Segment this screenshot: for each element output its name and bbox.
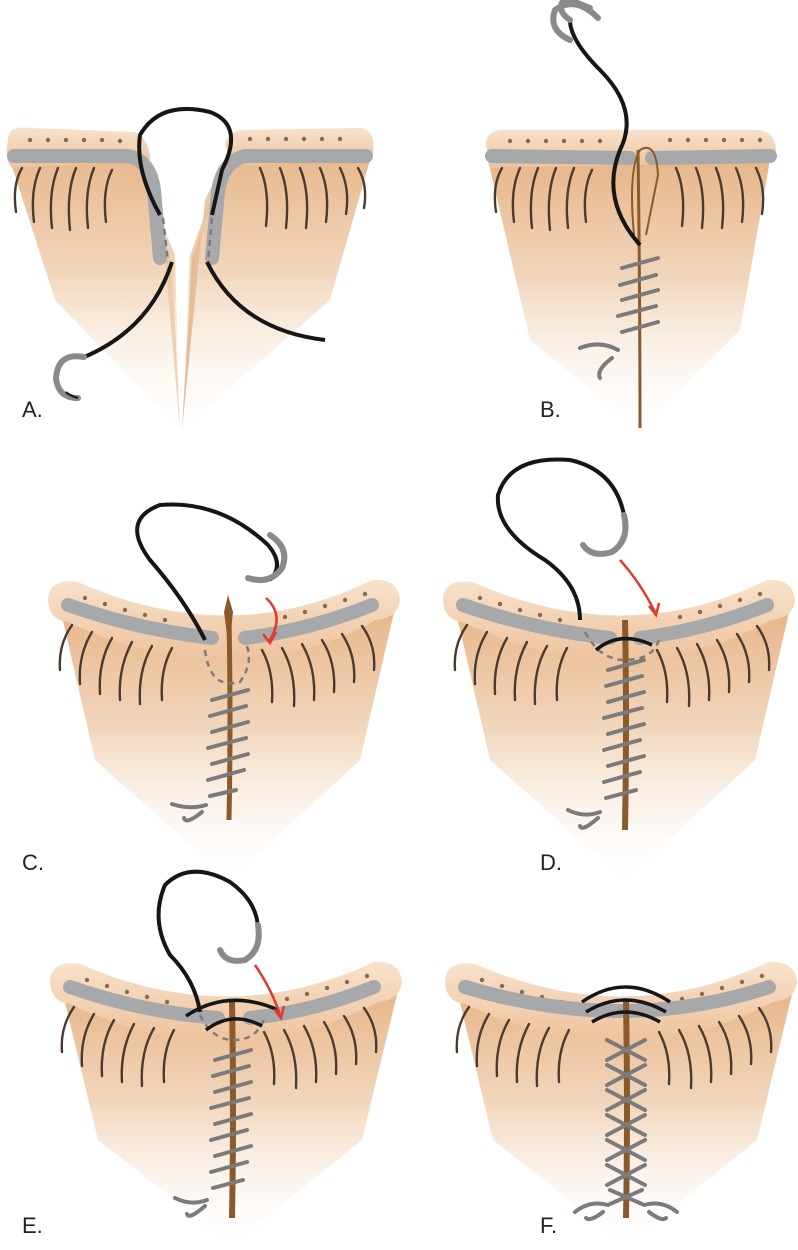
needle-icon: [583, 515, 626, 554]
panel-label-f: F.: [540, 1213, 557, 1238]
tarsal-plate-right: [652, 156, 770, 158]
panel-label-a: A.: [22, 397, 43, 422]
tarsal-plate-left: [492, 156, 630, 158]
needle-icon: [220, 925, 259, 961]
needle-icon: [56, 356, 84, 398]
direction-arrow: [620, 560, 655, 612]
suture-loop: [139, 109, 231, 215]
panel-d: D.: [443, 459, 795, 880]
suture-strand: [498, 459, 624, 620]
wound-line: [626, 1000, 627, 1218]
needle-arc: [553, 4, 598, 40]
panel-f: F.: [445, 962, 797, 1245]
panel-b: B.: [486, 0, 776, 430]
panel-e: E.: [22, 872, 402, 1245]
wound-line: [625, 620, 626, 830]
panel-label-b: B.: [540, 397, 561, 422]
panel-label-c: C.: [22, 850, 44, 875]
wound-line: [232, 1000, 233, 1218]
panel-a: A.: [7, 109, 374, 430]
panel-label-d: D.: [540, 850, 562, 875]
suture-strand: [159, 872, 258, 1012]
panel-label-e: E.: [22, 1213, 43, 1238]
panel-c: C.: [22, 505, 400, 881]
